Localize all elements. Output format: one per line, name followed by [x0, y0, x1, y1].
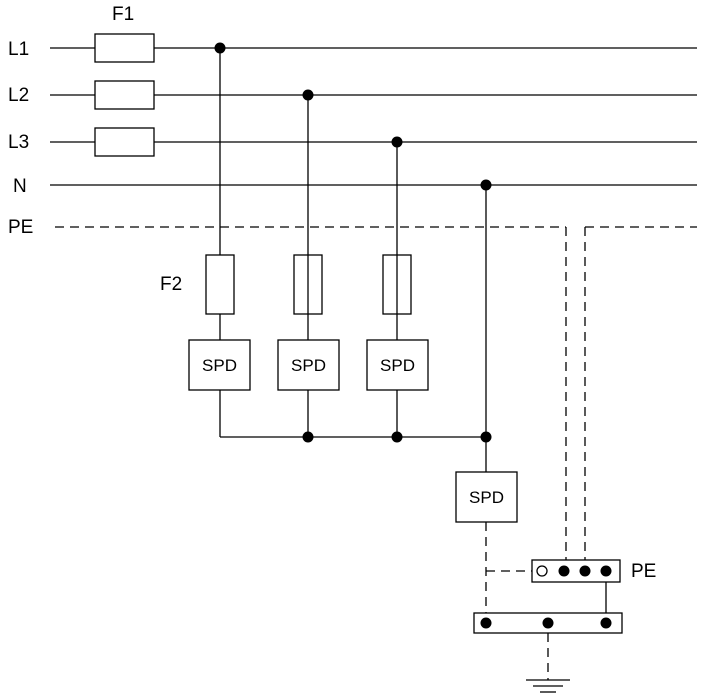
earth-terminal-3	[600, 617, 612, 629]
pe-terminal-2	[558, 565, 570, 577]
junction-bus-l3	[391, 431, 403, 443]
earth-terminal-2	[542, 617, 554, 629]
label-l2: L2	[8, 85, 29, 106]
spd-label-l1: SPD	[202, 356, 237, 375]
label-l1: L1	[8, 39, 29, 60]
junction-bus-n	[480, 431, 492, 443]
label-l3: L3	[8, 132, 29, 153]
pe-terminal-3	[579, 565, 591, 577]
label-n: N	[13, 176, 27, 197]
label-f1: F1	[112, 4, 134, 25]
spd-label-l3: SPD	[380, 356, 415, 375]
fuse-f1-l3	[94, 127, 155, 157]
fuse-f1-l2	[94, 80, 155, 110]
fuse-f1-l1	[94, 33, 155, 63]
junction-l2	[302, 89, 314, 101]
junction-l1	[214, 42, 226, 54]
junction-l3	[391, 136, 403, 148]
label-f2: F2	[160, 274, 182, 295]
pe-terminal-4	[600, 565, 612, 577]
pe-terminal-bar	[531, 559, 621, 583]
fuse-f2-l1	[205, 254, 235, 315]
junction-n	[480, 179, 492, 191]
spd-label-l2: SPD	[291, 356, 326, 375]
spd-label-n: SPD	[469, 488, 504, 507]
pe-terminal-1-open	[536, 565, 548, 577]
junction-bus-l2	[302, 431, 314, 443]
earth-terminal-1	[480, 617, 492, 629]
spd-box-l2	[277, 339, 340, 391]
label-pe-bar: PE	[631, 561, 656, 582]
spd-box-l1	[188, 339, 251, 391]
label-pe: PE	[8, 217, 33, 238]
